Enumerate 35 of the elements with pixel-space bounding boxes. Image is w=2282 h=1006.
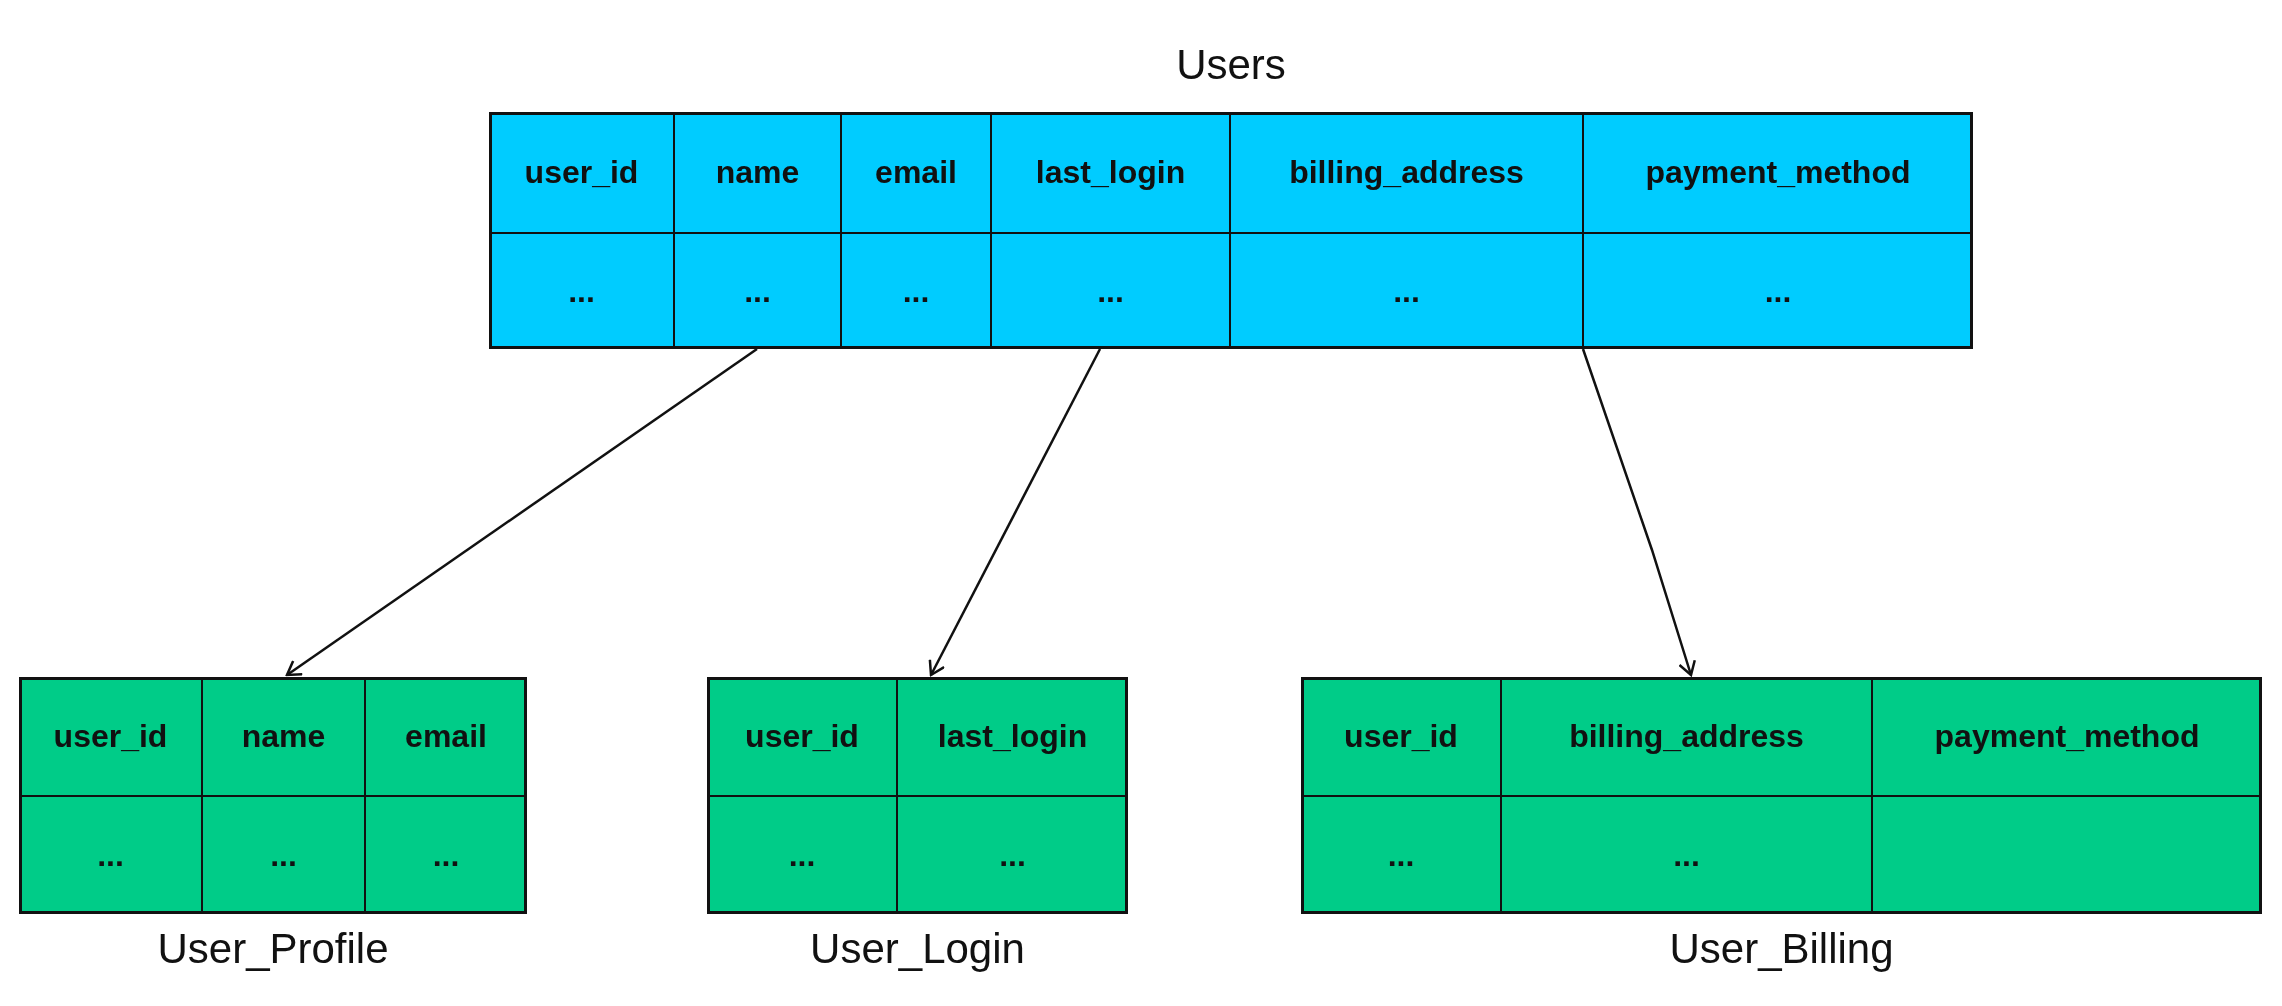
table-cell: ... [365,796,527,914]
table-cell: ... [202,796,365,914]
column-header-cell: email [841,112,991,233]
table-cell: ... [707,796,897,914]
table-cell: ... [1301,796,1501,914]
table-cell: ... [489,233,674,349]
table-cell: ... [841,233,991,349]
column-header-cell: name [202,677,365,796]
table-title: User_Login [810,925,1025,973]
empty-cell [1872,796,2262,914]
table-cell: ... [1230,233,1583,349]
table-cell: ... [674,233,841,349]
table-title: User_Billing [1669,925,1894,973]
column-header-cell: payment_method [1583,112,1973,233]
column-header-cell: billing_address [1501,677,1872,796]
column-header-cell: user_id [1301,677,1501,796]
column-header-cell: name [674,112,841,233]
column-header-cell: payment_method [1872,677,2262,796]
table-title: Users [1176,41,1286,89]
column-header-cell: last_login [991,112,1230,233]
arrow [928,348,1102,677]
table-cell: ... [1501,796,1872,914]
table-cell: ... [19,796,202,914]
arrow [285,347,758,677]
table-cell: ... [897,796,1128,914]
column-header-cell: user_id [19,677,202,796]
column-header-cell: email [365,677,527,796]
table-cell: ... [1583,233,1973,349]
table-cell: ... [991,233,1230,349]
arrow [1581,348,1696,677]
column-header-cell: user_id [707,677,897,796]
table-title: User_Profile [157,925,389,973]
column-header-cell: last_login [897,677,1128,796]
column-header-cell: billing_address [1230,112,1583,233]
column-header-cell: user_id [489,112,674,233]
